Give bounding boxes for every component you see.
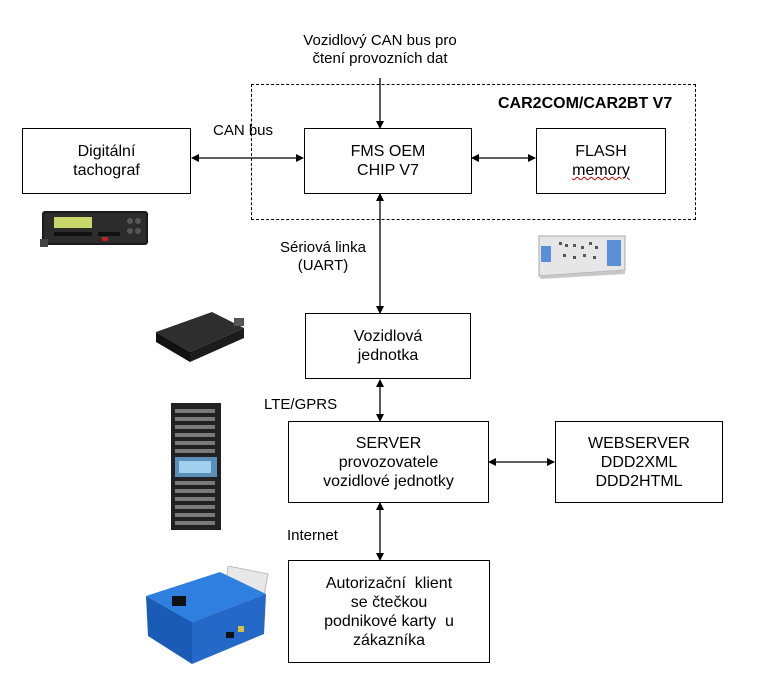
tachograph-device-image: [40, 211, 148, 247]
flash-line2: memory: [572, 162, 630, 179]
auth-client-line1: Autorizační klient: [325, 574, 453, 592]
auth-client-line3: podnikové karty u: [324, 612, 454, 630]
flash-line1: FLASH: [575, 143, 627, 160]
tachograph-line2: tachograf: [73, 162, 140, 179]
card-reader-image: [146, 566, 269, 664]
uart-label-line2: (UART): [297, 257, 349, 274]
auth-client-box: Autorizační klient se čtečkou podnikové …: [288, 560, 490, 663]
can-bus-label: CAN bus: [213, 122, 274, 139]
vehicle-can-note-line1: Vozidlový CAN bus pro: [303, 32, 457, 49]
server-box: SERVER provozovatele vozidlové jednotky: [288, 421, 489, 503]
server-line3: vozidlové jednotky: [323, 472, 454, 490]
vehicle-can-note-line2: čtení provozních dat: [312, 50, 448, 67]
internet-label: Internet: [287, 527, 338, 544]
webserver-line3: DDD2HTML: [595, 472, 683, 490]
vehicle-unit-line1: Vozidlová: [353, 328, 423, 345]
vehicle-can-note: Vozidlový CAN bus pro čtení provozních d…: [270, 32, 490, 68]
fms-chip-box: FMS OEM CHIP V7: [304, 128, 472, 194]
lte-label: LTE/GPRS: [264, 396, 338, 413]
vehicle-unit-device-image: [156, 312, 244, 362]
flash-memory-box: FLASH memory: [536, 128, 666, 194]
auth-client-line2: se čtečkou: [350, 593, 428, 611]
uart-label-line1: Sériová linka: [280, 239, 366, 256]
car2com-module-boundary: [251, 84, 696, 220]
module-title: CAR2COM/CAR2BT V7: [498, 95, 673, 112]
uart-label: Sériová linka (UART): [268, 239, 378, 275]
server-rack-image: [171, 403, 221, 530]
server-line2: provozovatele: [338, 453, 439, 471]
flash-memory-device-image: [538, 235, 626, 279]
vehicle-unit-box: Vozidlová jednotka: [305, 313, 471, 379]
fms-chip-line1: FMS OEM: [350, 143, 426, 160]
vehicle-unit-line2: jednotka: [357, 347, 419, 364]
tachograph-box: Digitální tachograf: [22, 128, 191, 194]
webserver-line2: DDD2XML: [600, 453, 678, 471]
fms-chip-line2: CHIP V7: [357, 162, 419, 179]
auth-client-line4: zákazníka: [352, 631, 426, 649]
webserver-line1: WEBSERVER: [588, 434, 690, 452]
webserver-box: WEBSERVER DDD2XML DDD2HTML: [555, 421, 723, 503]
server-line1: SERVER: [355, 434, 422, 452]
tachograph-line1: Digitální: [77, 143, 136, 160]
